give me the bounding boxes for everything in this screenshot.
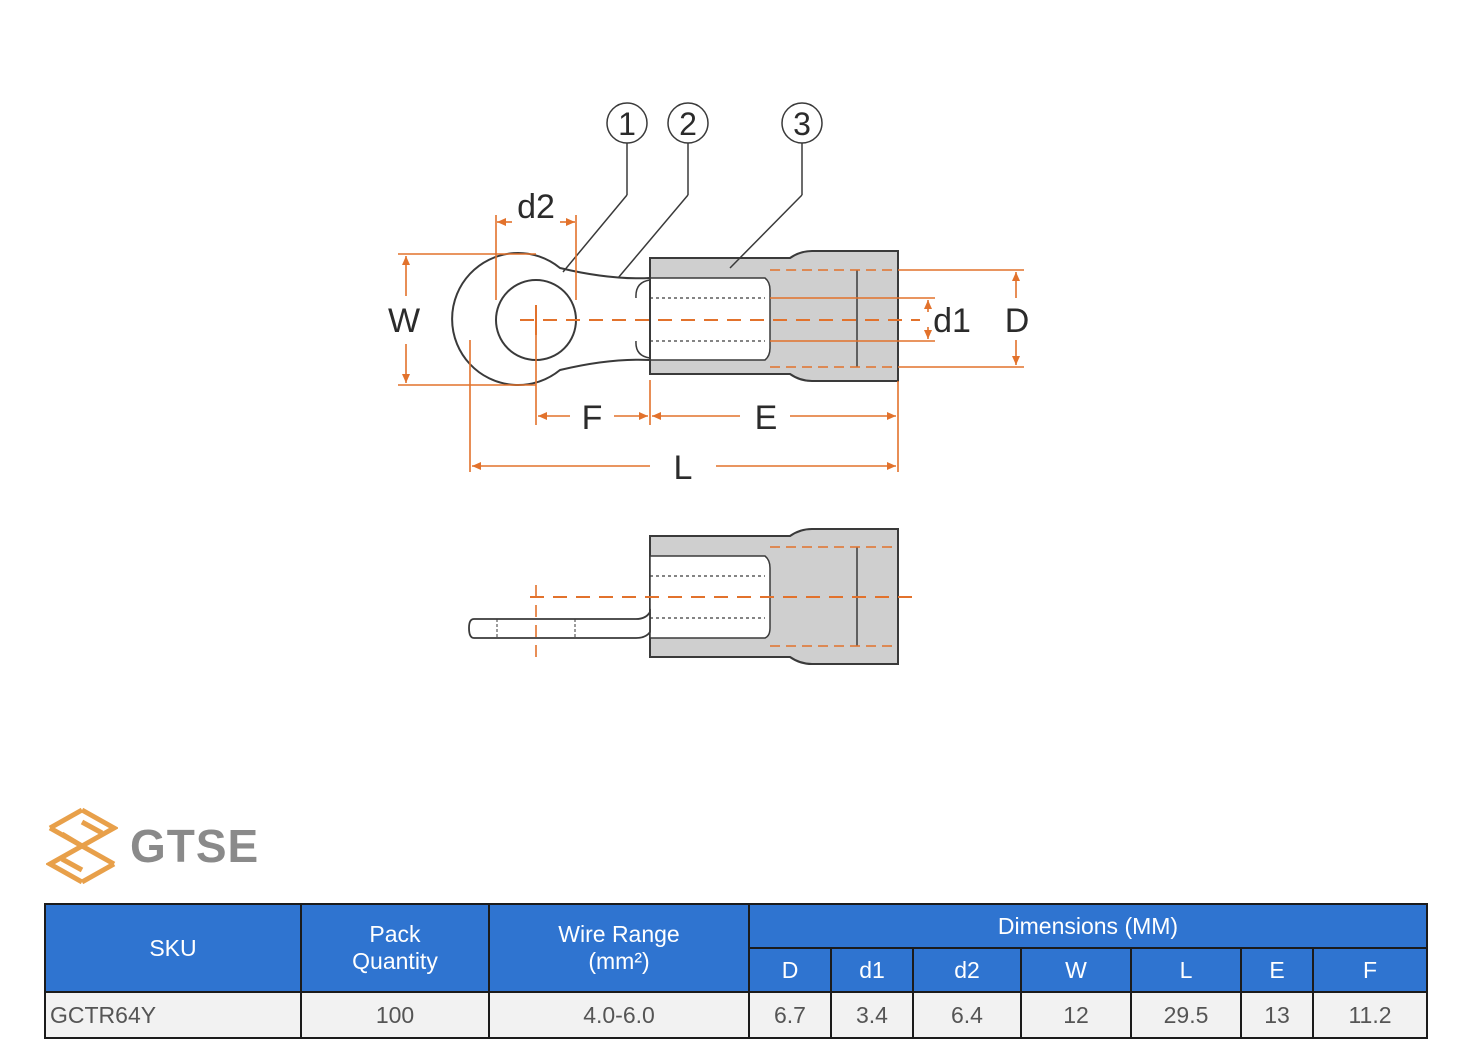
- top-view: [451, 250, 920, 386]
- header-sku: SKU: [44, 903, 302, 993]
- cell-dim-d2: 6.4: [912, 991, 1022, 1039]
- header-dim-f: F: [1312, 947, 1428, 993]
- header-wire-range: Wire Range(mm²): [488, 903, 750, 993]
- gtse-logo-text: GTSE: [130, 820, 260, 872]
- header-dim-d: D: [748, 947, 832, 993]
- callout-2-label: 2: [679, 106, 697, 142]
- header-dim-l: L: [1130, 947, 1242, 993]
- gtse-logo: GTSE: [46, 806, 259, 886]
- cell-pack-quantity: 100: [300, 991, 490, 1039]
- callout-1-label: 1: [618, 106, 636, 142]
- dim-label-f: F: [582, 399, 603, 437]
- header-dim-w: W: [1020, 947, 1132, 993]
- side-tongue: [468, 608, 651, 639]
- dimension-labels: d2 W d1 D F E L: [388, 188, 1029, 487]
- dim-label-d1: d1: [933, 302, 971, 340]
- table-row: GCTR64Y 100 4.0-6.0 6.7 3.4 6.4 12 29.5 …: [44, 991, 1428, 1039]
- gtse-logo-icon: [46, 807, 118, 885]
- dim-label-l: L: [674, 449, 693, 487]
- header-dimensions: Dimensions (MM): [748, 903, 1428, 949]
- callout-2-circle: [667, 102, 709, 144]
- cell-dim-f: 11.2: [1312, 991, 1428, 1039]
- dimensions: [398, 215, 1024, 472]
- header-dim-d2: d2: [912, 947, 1022, 993]
- cell-dim-d: 6.7: [748, 991, 832, 1039]
- callout-1-circle: [606, 102, 648, 144]
- callout-3-circle: [781, 102, 823, 144]
- cell-dim-e: 13: [1240, 991, 1314, 1039]
- callouts: 1 2 3: [562, 102, 823, 279]
- header-dim-d1: d1: [830, 947, 914, 993]
- dim-label-d: D: [1005, 302, 1030, 340]
- ring-terminal-drawing: 1 2 3 d2: [388, 102, 1029, 665]
- cell-dim-d1: 3.4: [830, 991, 914, 1039]
- cell-wire-range: 4.0-6.0: [488, 991, 750, 1039]
- cell-dim-w: 12: [1020, 991, 1132, 1039]
- dim-label-d2: d2: [517, 188, 555, 226]
- callout-3-label: 3: [793, 106, 811, 142]
- dim-label-w: W: [388, 302, 420, 340]
- header-dim-e: E: [1240, 947, 1314, 993]
- dim-label-e: E: [755, 399, 778, 437]
- cell-sku: GCTR64Y: [44, 991, 302, 1039]
- side-view: [468, 528, 920, 665]
- cell-dim-l: 29.5: [1130, 991, 1242, 1039]
